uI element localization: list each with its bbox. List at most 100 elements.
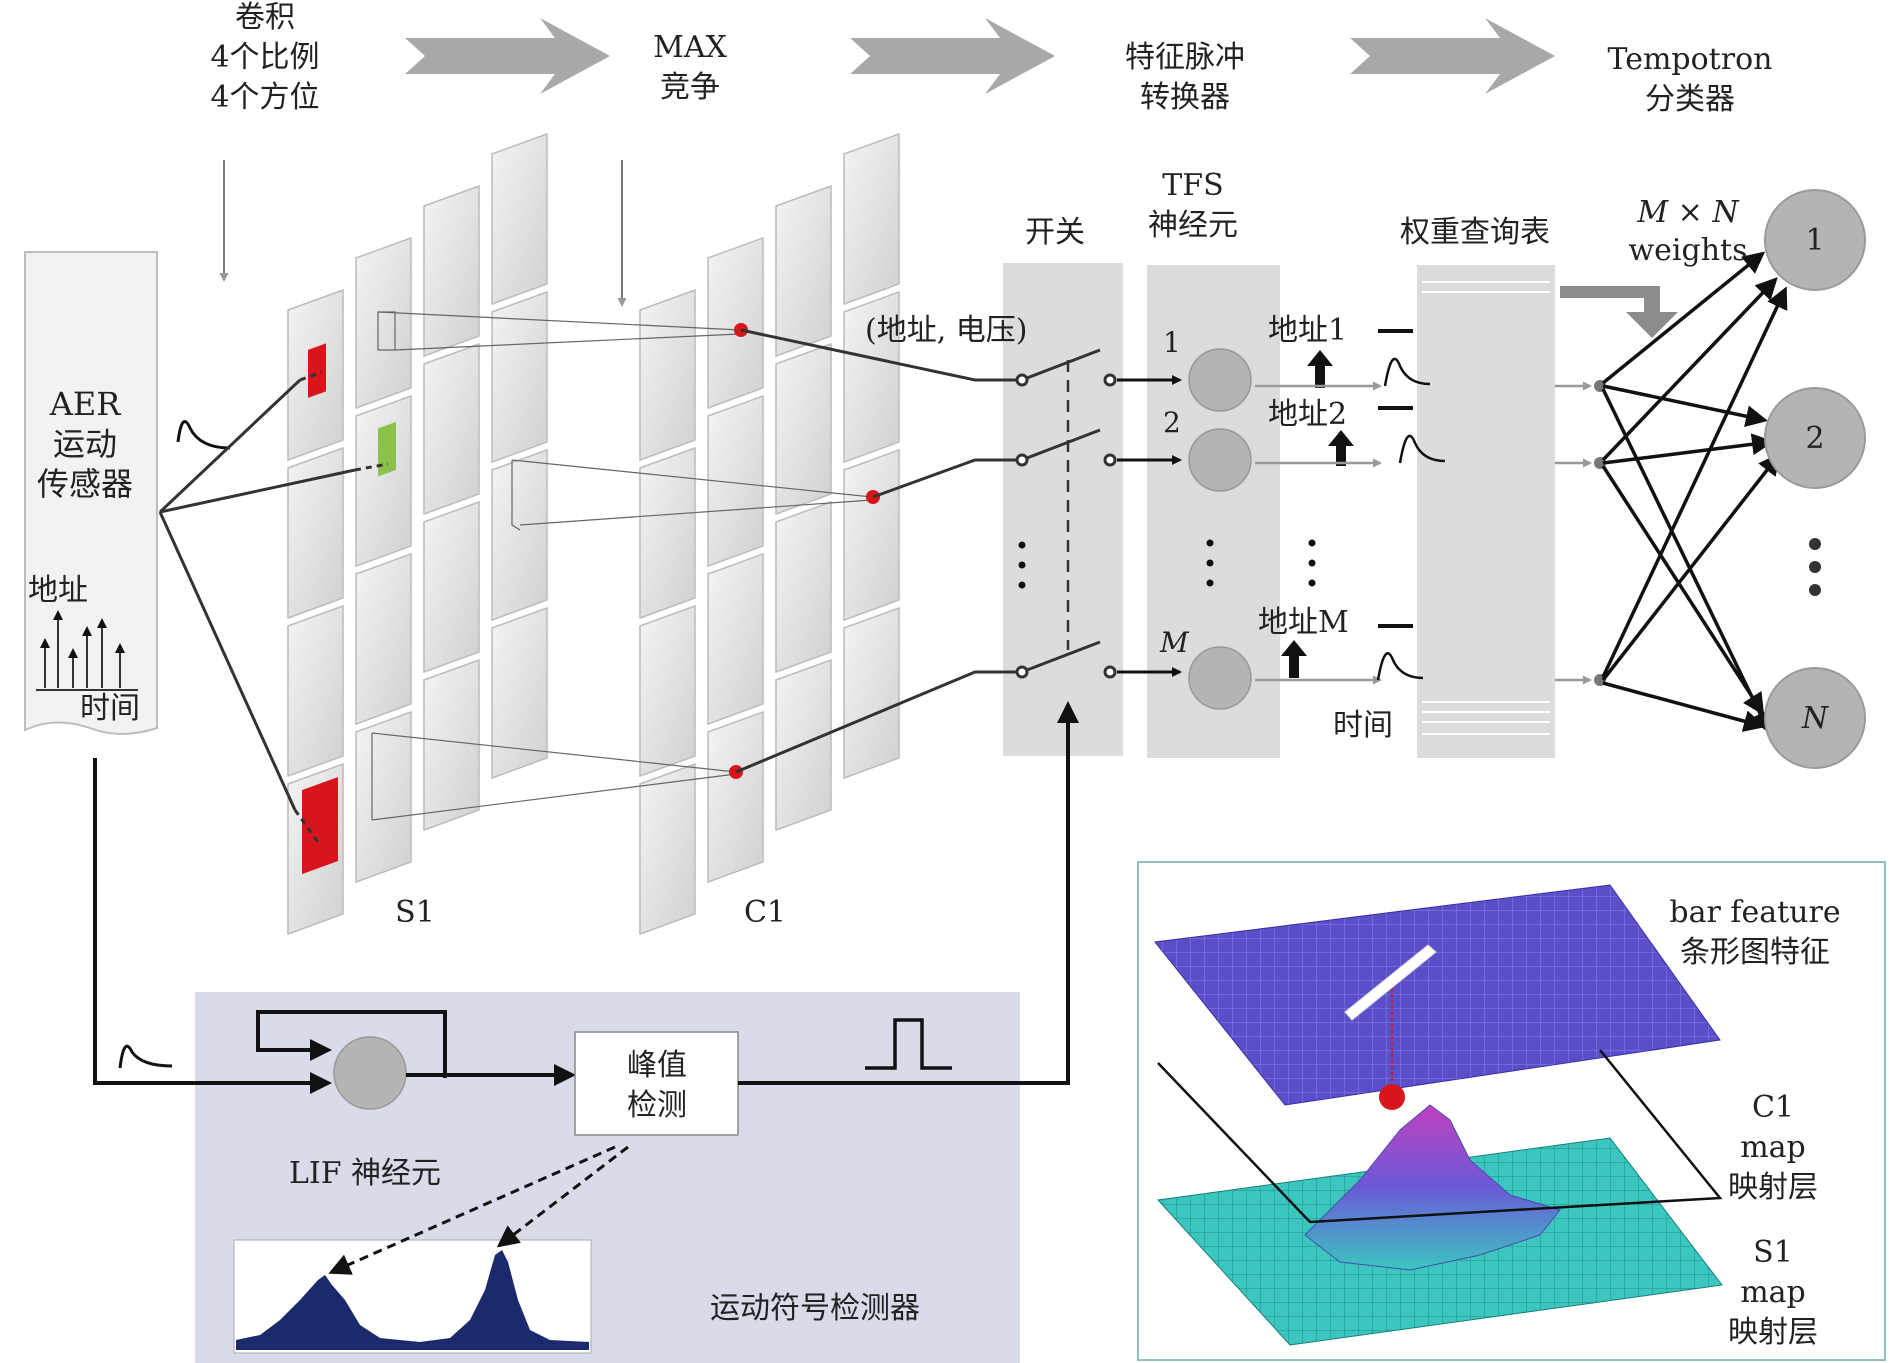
address-voltage-label: (地址, 电压) [865, 313, 1027, 348]
tfs-vdots [1206, 539, 1316, 587]
lookup-time-label: 时间 [1333, 708, 1393, 743]
inset-projection-lines [1157, 1049, 1723, 1224]
c1-map-tile [843, 606, 900, 780]
c1-to-switch-lines [735, 328, 1020, 774]
s1-map-tile [355, 552, 412, 726]
tfs-label-2: 2 [1163, 406, 1181, 439]
lif-input-pulse [118, 1044, 173, 1069]
tfs-label-m: M [1159, 626, 1190, 659]
lookup-table-panel [1417, 265, 1555, 758]
s1-map-tile [491, 290, 548, 464]
s1-label: S1 [395, 895, 435, 930]
stage-arrow-1 [405, 18, 610, 94]
aer-spike-train [40, 610, 125, 688]
output-neurons: 1 2 N [1764, 189, 1866, 769]
output-label-1: 1 [1805, 223, 1824, 258]
s1-green-patch [378, 421, 396, 477]
c1-map-tile [639, 762, 696, 936]
switch-to-tfs-arrows [1117, 375, 1182, 677]
aer-sensor-line2: 运动 [53, 425, 117, 463]
stage-arrow-2 [850, 18, 1055, 94]
peak-pointer-arrows [328, 1145, 629, 1275]
c1-map-tile [639, 288, 696, 462]
c1-layer [639, 132, 900, 936]
weights-label-line2: weights [1628, 233, 1747, 268]
lookup-table-rows [1422, 281, 1550, 735]
aer-sensor-line1: AER [49, 385, 121, 423]
stage-feature-line2: 转换器 [1140, 80, 1230, 115]
inset-bar-line2: 条形图特征 [1680, 935, 1830, 970]
tfs-neuron-1 [1188, 348, 1252, 412]
switch-title: 开关 [1025, 215, 1085, 250]
inset-s1-line1: S1 [1753, 1235, 1793, 1270]
s1-map-tile [491, 448, 548, 622]
s1-red-patch-top [308, 343, 326, 398]
s1-map-tile [491, 606, 548, 780]
tfs-title-line2: 神经元 [1148, 208, 1238, 243]
tfs-neuron-2 [1188, 428, 1252, 492]
peak-detect-box [574, 1031, 739, 1136]
c1-map-tile [843, 448, 900, 622]
inset-c1-line2: map [1740, 1130, 1806, 1165]
s1-map-tile [423, 342, 480, 516]
tfs-neurons [1188, 348, 1252, 710]
s1-map-tile [423, 500, 480, 674]
lif-label: LIF 神经元 [289, 1156, 441, 1191]
s1-red-patch-bottom [302, 776, 338, 875]
stage-arrow-3 [1350, 18, 1555, 94]
c1-map-tile [843, 290, 900, 464]
tfs-title-line1: TFS [1162, 168, 1223, 203]
lookup-address-1: 地址1 [1268, 313, 1347, 348]
c1-label: C1 [744, 895, 786, 930]
s1-map-tile [355, 710, 412, 884]
s1-map-tile [355, 236, 412, 410]
stage-max-line1: MAX [653, 30, 727, 65]
c1-map-tile [843, 132, 900, 306]
stage-tempotron-line1: Tempotron [1608, 42, 1773, 77]
stage-conv-line2: 4个比例 [210, 40, 319, 75]
output-neuron-2 [1764, 387, 1866, 489]
lookup-table-title: 权重查询表 [1400, 215, 1550, 250]
peak-to-switch-line [738, 701, 1079, 1085]
s1-map-tile [491, 132, 548, 306]
stage-arrows [405, 18, 1555, 94]
tfs-to-lookup-lines [1255, 381, 1592, 685]
s1-activation-peak [1304, 1104, 1561, 1271]
weight-connections [1601, 251, 1788, 734]
output-neuron-n [1764, 667, 1866, 769]
stage-conv-line3: 4个方位 [210, 80, 319, 115]
peak-chart-area [236, 1250, 589, 1350]
lookup-up-arrows [1281, 350, 1354, 678]
peak-output-pulse [865, 1018, 952, 1070]
aer-sensor-line3: 传感器 [37, 465, 133, 503]
detector-title: 运动符号检测器 [710, 1291, 920, 1326]
c1-map-tile [707, 236, 764, 410]
output-label-n: N [1801, 701, 1830, 736]
s1-map-tile [423, 658, 480, 832]
s1-map-tile [423, 184, 480, 358]
stage-labels: 卷积 4个比例 4个方位 MAX 竞争 特征脉冲 转换器 Tempotron 分… [210, 0, 1772, 117]
output-neuron-1 [1764, 189, 1866, 291]
lookup-address-m: 地址M [1258, 605, 1349, 640]
switches [1015, 348, 1117, 679]
sensor-to-lif-line [93, 758, 332, 1094]
output-vdots [1809, 538, 1821, 596]
c1-map-tile [775, 500, 832, 674]
stage-max-line2: 竞争 [660, 70, 720, 105]
c1-map-tile [775, 342, 832, 516]
tfs-label-1: 1 [1163, 326, 1181, 359]
c1-map-tile [639, 604, 696, 778]
switch-vdots [1018, 541, 1026, 589]
bar-feature-marker [1344, 944, 1437, 1021]
c1-map-red-dot [1379, 1084, 1405, 1110]
c1-map-tile [639, 446, 696, 620]
aer-address-label: 地址 [28, 573, 88, 608]
pooling-beams [371, 311, 873, 821]
stage-feature-line1: 特征脉冲 [1125, 40, 1245, 75]
lookup-to-weights-arrow [1560, 286, 1678, 338]
s1-map-tile [355, 394, 412, 568]
lookup-psp-curves [1376, 357, 1446, 681]
c1-map-tile [707, 394, 764, 568]
lookup-address-2: 地址2 [1268, 397, 1347, 432]
